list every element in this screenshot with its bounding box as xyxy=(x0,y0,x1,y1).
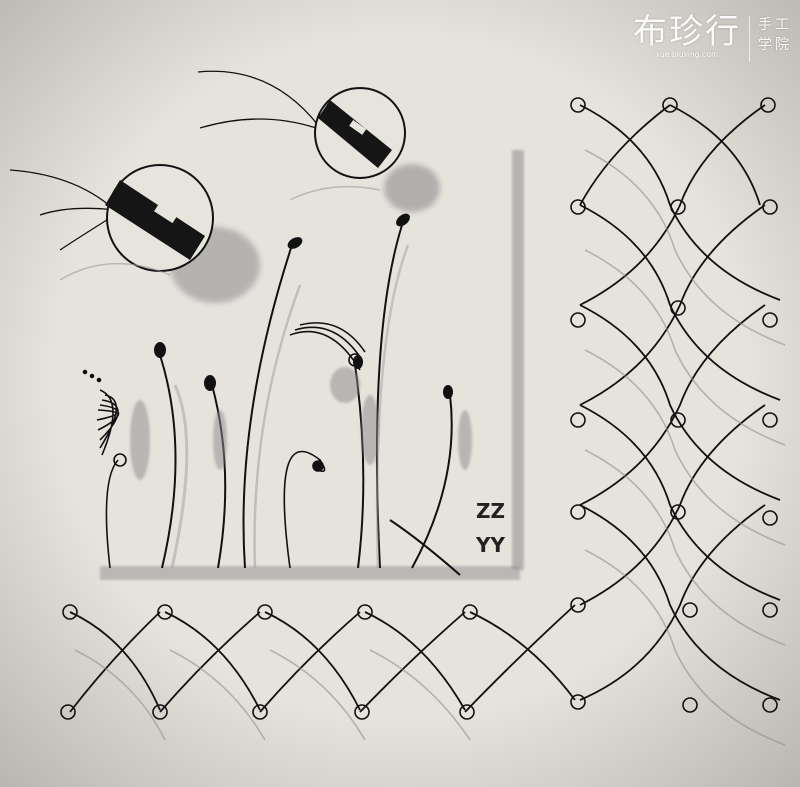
balloon-icon xyxy=(9,164,260,303)
watermark-divider xyxy=(749,16,750,62)
sprout-icon xyxy=(159,221,461,576)
watermark: 布珍行 xue.bluxing.com 手工 学院 xyxy=(633,14,792,62)
watermark-side-line: 手工 xyxy=(758,16,792,32)
curl-loops xyxy=(60,97,778,720)
watermark-url: xue.bluxing.com xyxy=(655,50,719,59)
watermark-logo: 布珍行 xyxy=(633,12,741,52)
watermark-brand: 布珍行 xue.bluxing.com xyxy=(633,14,741,60)
watermark-side: 手工 学院 xyxy=(758,14,792,54)
frame-shadow-bottom xyxy=(100,566,520,580)
artist-signature-zz: ZZ xyxy=(476,499,505,523)
frame-shadow-right xyxy=(512,150,524,570)
watermark-side-line: 学院 xyxy=(758,36,792,52)
balloon-icon xyxy=(197,70,440,212)
graphite-shading xyxy=(130,367,472,480)
sprout-tips xyxy=(154,213,453,399)
graphite-ghost-pattern xyxy=(74,149,786,746)
artist-signature-yy: YY xyxy=(475,533,505,557)
swirl-icon xyxy=(82,322,366,569)
curl-icon xyxy=(69,604,576,713)
